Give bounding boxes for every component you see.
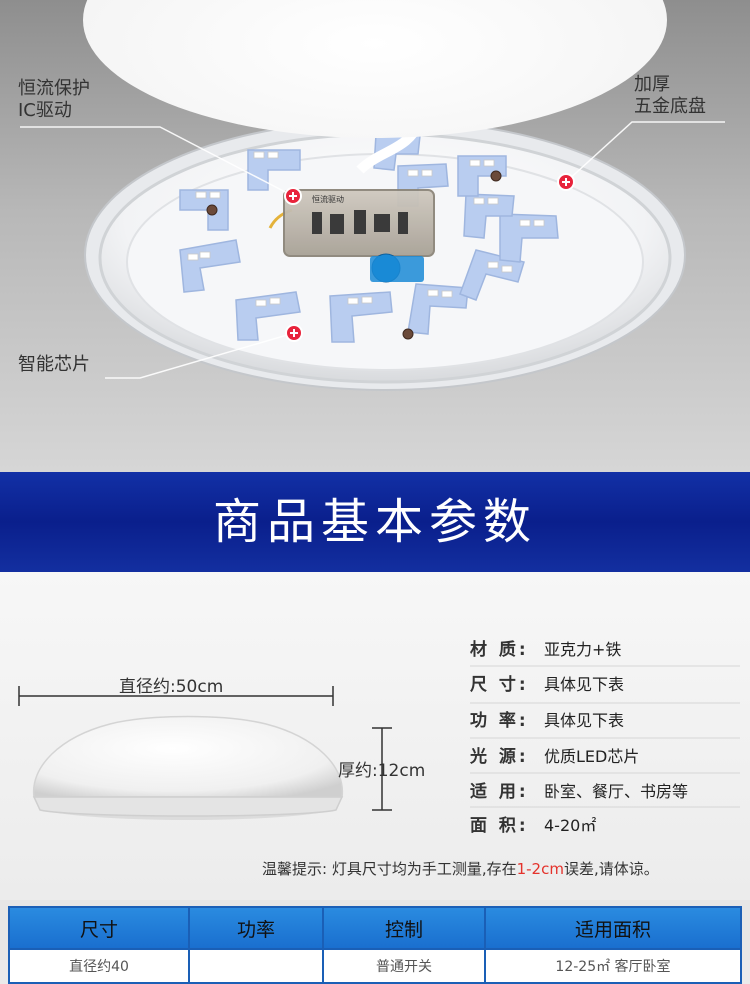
tip-suffix: 误差,请体谅。 — [563, 860, 659, 878]
spec-key: 适 用: — [470, 782, 529, 802]
lamp-dimension-illustration — [18, 665, 740, 820]
spec-row-size: 尺 寸: 具体见下表 — [470, 668, 624, 702]
thickness-line — [372, 727, 392, 811]
table-row: 直径约40 普通开关 12-25㎡ 客厅卧室 — [8, 948, 742, 984]
spec-row-material: 材 质: 亚克力+铁 — [470, 633, 621, 667]
spec-row-power: 功 率: 具体见下表 — [470, 704, 624, 738]
section-banner: 商品基本参数 — [0, 472, 750, 572]
spec-value: 具体见下表 — [544, 711, 625, 730]
callout-base: 加厚 五金底盘 — [634, 74, 706, 118]
tip-highlight: 1-2cm — [516, 860, 564, 878]
table-cell: 普通开关 — [322, 948, 486, 984]
callout-base-line1: 加厚 — [634, 74, 670, 95]
lamp-base-illustration: 恒流驱动 — [20, 0, 725, 391]
product-photo-section: 恒流驱动 恒流保护 IC驱动 加厚 五金底盘 智能芯片 — [0, 0, 750, 472]
callout-chip: 智能芯片 — [18, 354, 90, 375]
diameter-line — [18, 686, 334, 706]
callout-base-line2: 五金底盘 — [634, 96, 706, 117]
spec-row-light-source: 光 源: 优质LED芯片 — [470, 740, 639, 774]
banner-title: 商品基本参数 — [212, 494, 537, 550]
table-header-row: 尺寸 功率 控制 适用面积 — [8, 906, 742, 950]
spec-row-area: 面 积: 4-20㎡ — [470, 809, 596, 843]
spec-value: 具体见下表 — [544, 675, 625, 694]
spec-key: 功 率: — [470, 711, 529, 731]
table-cell: 12-25㎡ 客厅卧室 — [484, 948, 742, 984]
table-cell — [188, 948, 324, 984]
spec-value: 优质LED芯片 — [544, 747, 640, 766]
spec-key: 材 质: — [470, 640, 529, 660]
callout-driver-line2: IC驱动 — [18, 100, 72, 121]
tip-prefix: 温馨提示: 灯具尺寸均为手工测量,存在 — [262, 860, 517, 878]
spec-value: 4-20㎡ — [544, 816, 597, 835]
spec-value: 亚克力+铁 — [544, 640, 622, 659]
spec-key: 尺 寸: — [470, 675, 529, 695]
thickness-label: 厚约:12cm — [338, 761, 426, 781]
spec-key: 光 源: — [470, 747, 529, 767]
diameter-label: 直径约:50cm — [119, 677, 224, 697]
spec-row-applicable: 适 用: 卧室、餐厅、书房等 — [470, 775, 688, 809]
table-cell: 直径约40 — [8, 948, 190, 984]
spec-key: 面 积: — [470, 816, 529, 836]
driver-box-label: 恒流驱动 — [312, 194, 344, 204]
callout-markers — [284, 173, 575, 342]
table-header: 适用面积 — [484, 906, 742, 950]
table-header: 控制 — [322, 906, 486, 950]
spec-value: 卧室、餐厅、书房等 — [544, 782, 689, 801]
params-section: 直径约:50cm 厚约:12cm — [0, 572, 750, 900]
table-header: 功率 — [188, 906, 324, 950]
measurement-tip: 温馨提示: 灯具尺寸均为手工测量,存在1-2cm误差,请体谅。 — [262, 858, 659, 879]
callout-driver: 恒流保护 IC驱动 — [18, 78, 90, 122]
spec-table: 尺寸 功率 控制 适用面积 直径约40 普通开关 12-25㎡ 客厅卧室 — [8, 906, 742, 984]
callout-driver-line1: 恒流保护 — [18, 78, 90, 99]
table-header: 尺寸 — [8, 906, 190, 950]
